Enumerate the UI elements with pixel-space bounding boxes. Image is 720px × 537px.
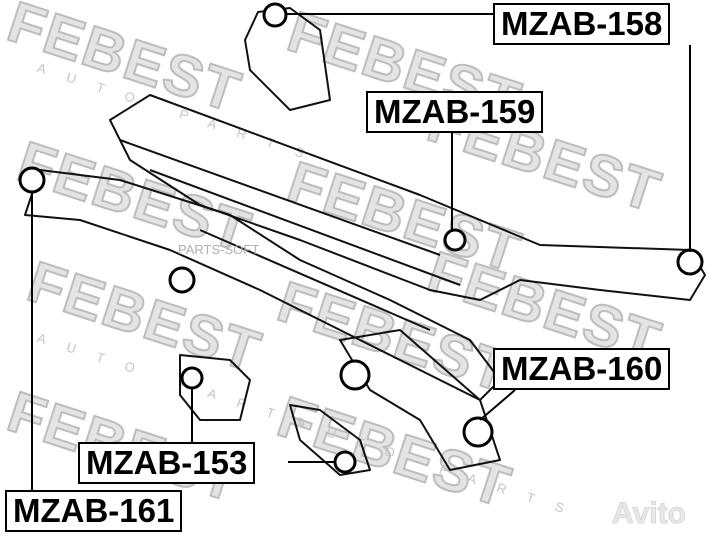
label-mzab-160: MZAB-160 (493, 348, 671, 390)
subframe-rear-arm (339, 329, 501, 471)
line-detail (119, 139, 461, 331)
bushing-158 (262, 2, 288, 28)
subframe-upper-arm (244, 7, 331, 111)
bushing-161 (18, 166, 46, 194)
bushing-link (333, 450, 357, 474)
label-mzab-158: MZAB-158 (493, 3, 671, 45)
watermark-parts-soft: PARTS-SOFT (178, 242, 260, 257)
subframe-cross-beam (24, 169, 501, 401)
leader-160 (479, 389, 516, 421)
bushing-right (676, 248, 704, 276)
label-mzab-161: MZAB-161 (5, 490, 183, 532)
bushing-mid (339, 359, 371, 391)
label-mzab-153: MZAB-153 (78, 442, 256, 484)
bushing-160 (462, 416, 494, 448)
label-mzab-159: MZAB-159 (366, 91, 544, 133)
bushing-159 (443, 228, 467, 252)
avito-logo: Avito (612, 497, 687, 531)
link-153 (289, 404, 371, 476)
bushing-center (168, 266, 196, 294)
bushing-153 (180, 366, 204, 390)
bracket-153 (179, 354, 251, 421)
